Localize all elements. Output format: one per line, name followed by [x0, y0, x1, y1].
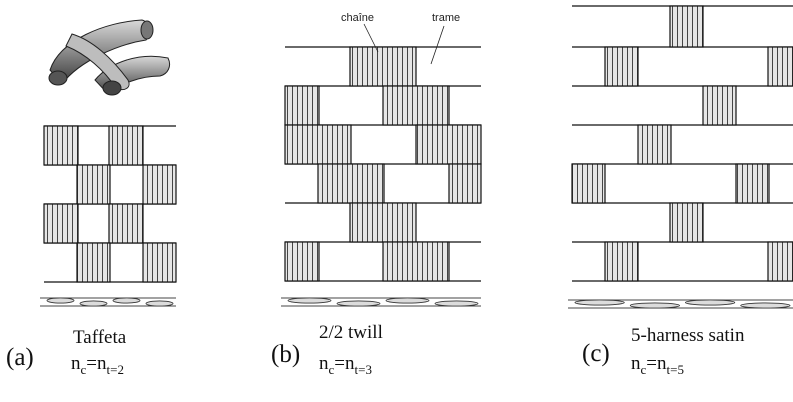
twill-warp-float	[382, 241, 450, 282]
caption-b-letter: (b)	[271, 341, 301, 368]
twill-warp-float	[317, 163, 385, 204]
caption-b-name: 2/2 twill	[319, 322, 383, 343]
twill-warp-float	[349, 46, 417, 87]
satin-warp-float	[669, 5, 704, 48]
warp-label: chaîne	[341, 12, 374, 24]
caption-a-letter: (a)	[6, 344, 34, 371]
twill-warp-float	[382, 85, 450, 126]
caption-a-formula: nc=nt=2	[71, 353, 124, 377]
caption-b-formula: nc=nt=3	[319, 353, 372, 377]
taffeta-warp-float	[76, 242, 111, 283]
caption-c-letter: (c)	[582, 340, 610, 367]
satin-warp-float	[604, 46, 639, 87]
satin-warp-float	[637, 124, 672, 165]
taffeta-warp-float	[142, 242, 177, 283]
twill-warp-float	[284, 85, 320, 126]
weft-label: trame	[432, 12, 460, 24]
satin-warp-float	[735, 163, 770, 204]
satin-warp-float	[702, 85, 737, 126]
taffeta-cross-section	[40, 297, 176, 307]
twill-warp-float	[448, 163, 482, 204]
satin-warp-float	[604, 241, 639, 282]
satin-warp-float	[669, 202, 704, 243]
taffeta-warp-float	[43, 203, 79, 244]
taffeta-warp-float	[76, 164, 111, 205]
taffeta-warp-float	[108, 125, 144, 166]
twill-warp-float	[284, 124, 352, 165]
weft-label-leader	[430, 25, 445, 65]
twill-cross-section	[281, 297, 481, 307]
twill-weave-grid	[284, 46, 482, 282]
warp-label-leader	[363, 23, 379, 53]
satin-weave-grid	[571, 5, 793, 282]
taffeta-weave-grid	[43, 125, 177, 283]
twill-warp-float	[284, 241, 320, 282]
taffeta-warp-float	[108, 203, 144, 244]
caption-c-name: 5-harness satin	[631, 325, 745, 346]
satin-warp-float	[767, 46, 793, 87]
twill-warp-float	[349, 202, 417, 243]
taffeta-warp-float	[43, 125, 79, 166]
taffeta-3d-yarn-illustration	[48, 19, 171, 96]
satin-warp-float	[571, 163, 606, 204]
satin-warp-float	[767, 241, 793, 282]
twill-yarn-labels: chaîne trame	[341, 12, 460, 65]
twill-warp-float	[415, 124, 482, 165]
satin-cross-section	[568, 299, 793, 309]
taffeta-warp-float	[142, 164, 177, 205]
caption-a-name: Taffeta	[73, 327, 127, 348]
caption-c-formula: nc=nt=5	[631, 353, 684, 377]
